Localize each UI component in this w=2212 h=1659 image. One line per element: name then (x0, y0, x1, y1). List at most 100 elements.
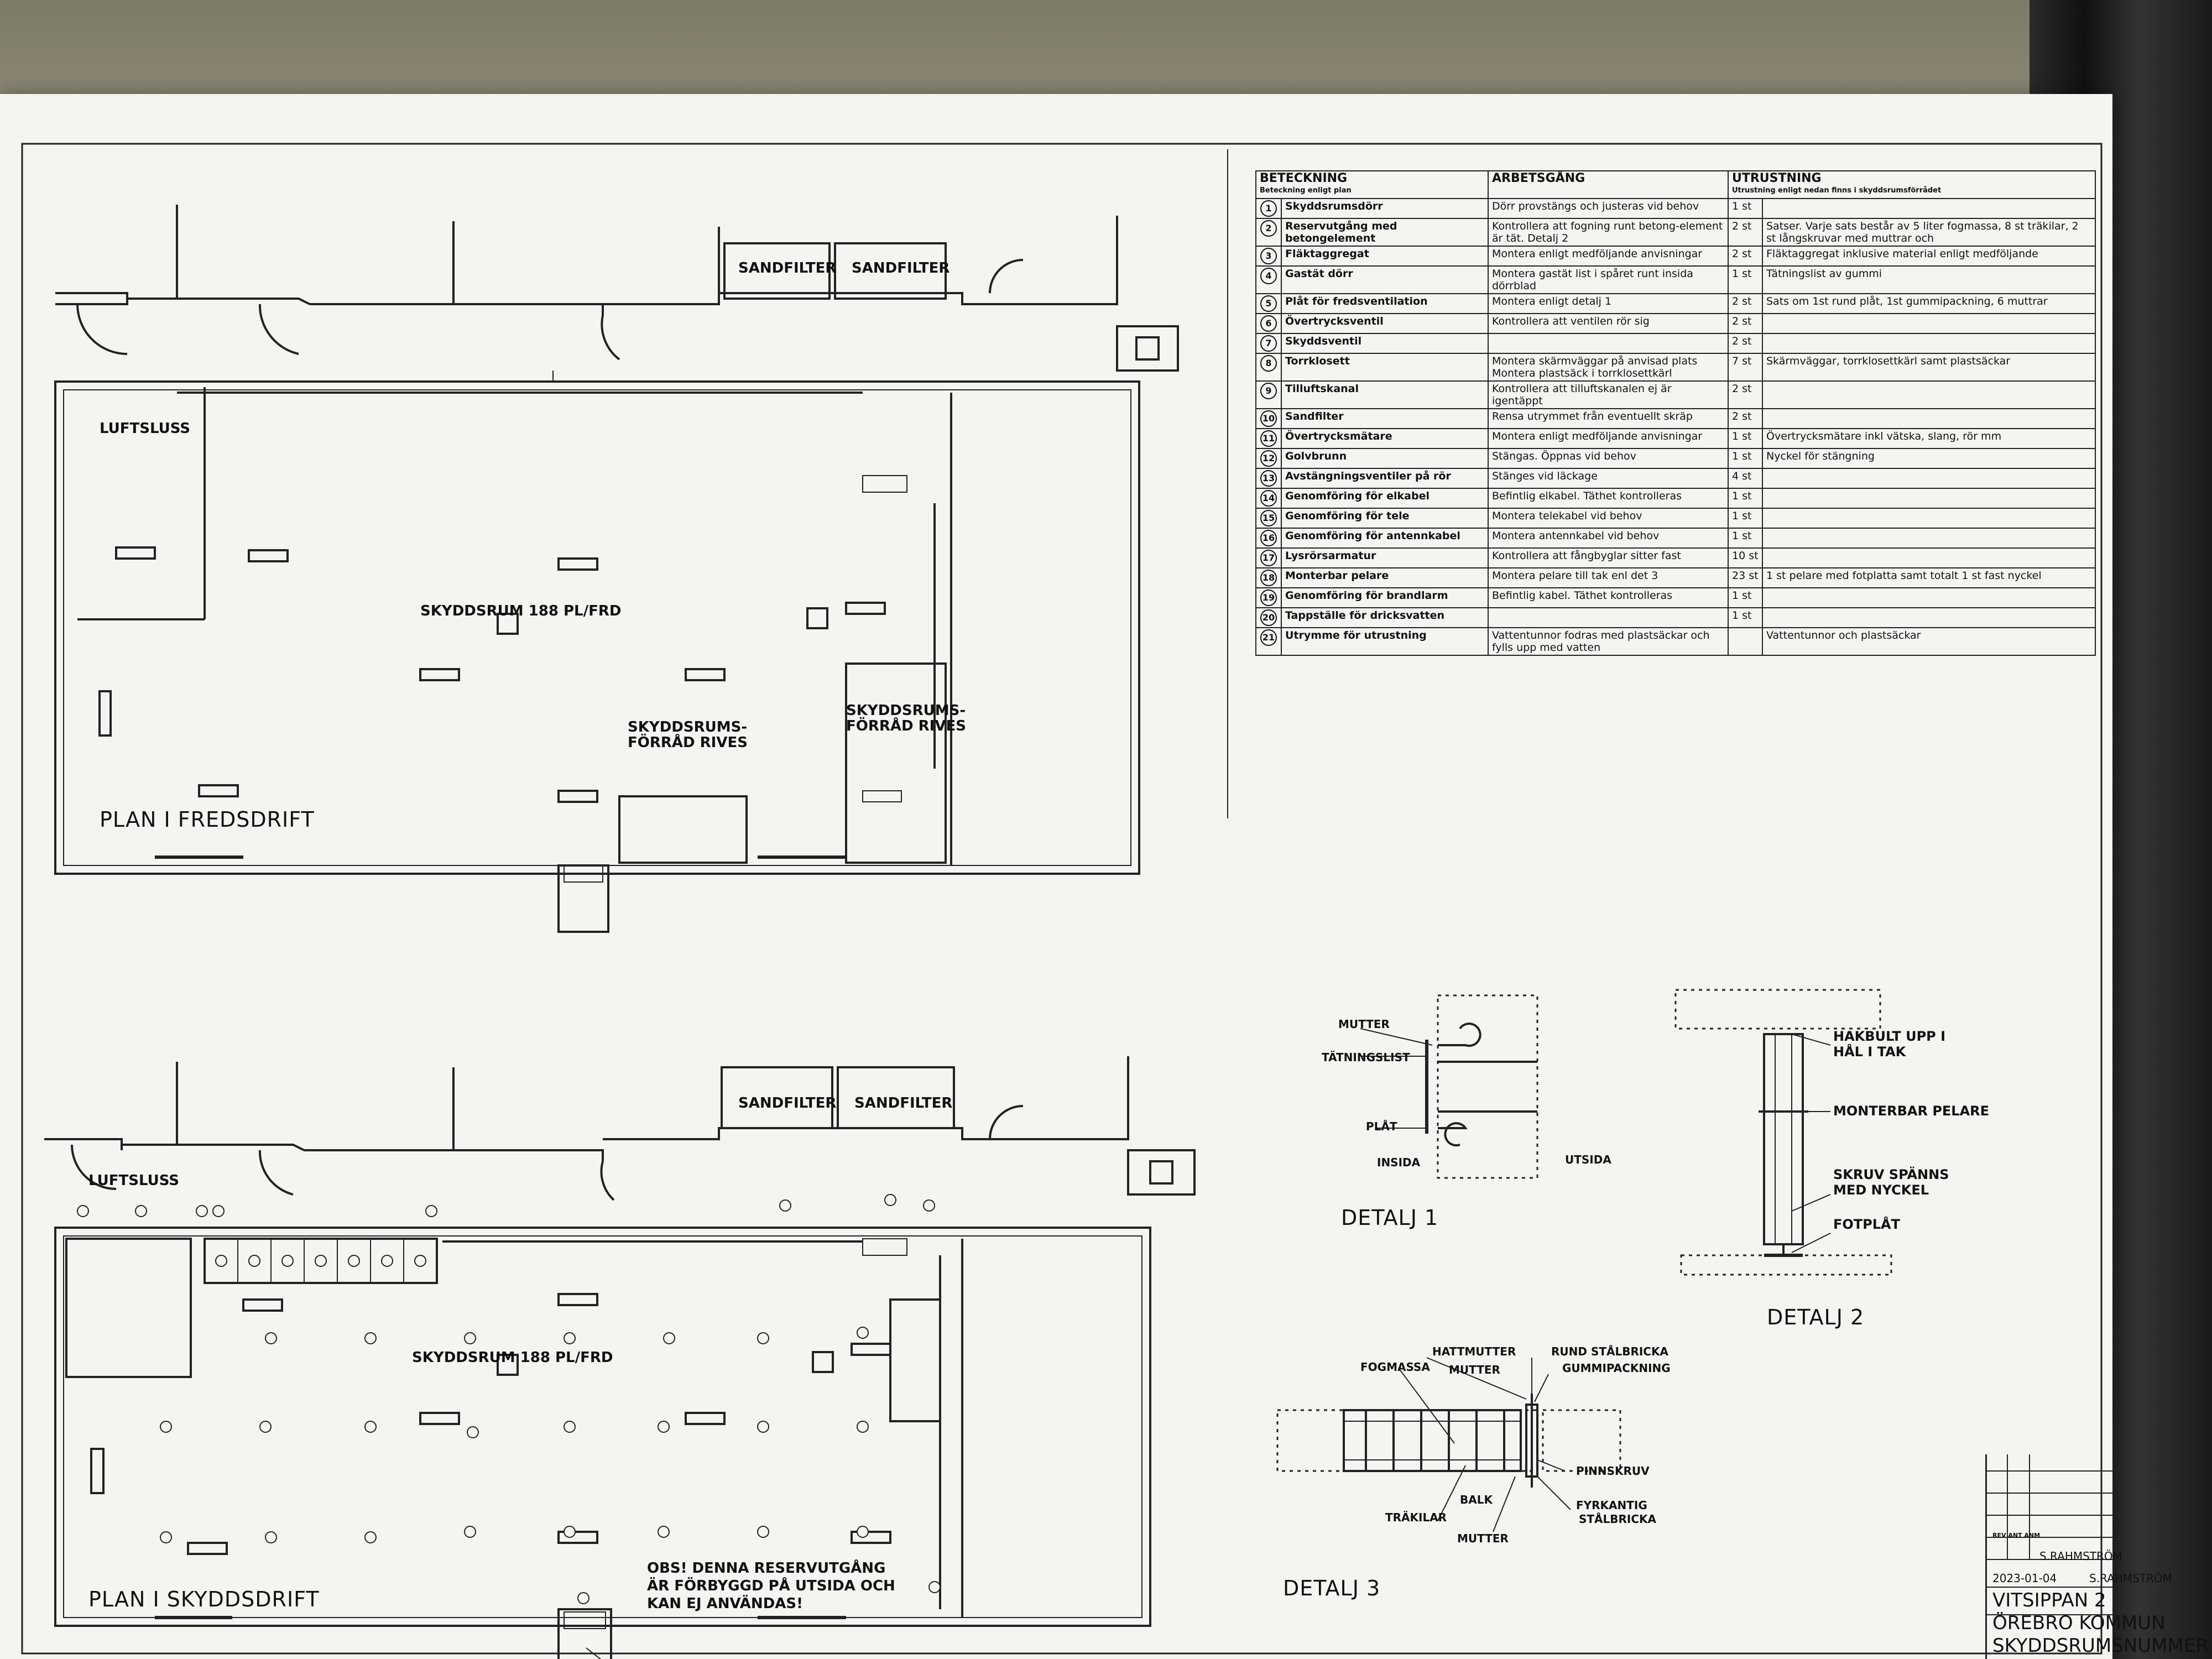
legend-name: Genomföring för brandlarm (1281, 587, 1489, 608)
legend-qty: 2 st (1728, 246, 1763, 267)
legend-work: Montera skärmväggar på anvisad plats Mon… (1488, 353, 1729, 382)
legend-header-equipment-sub: Utrustning enligt nedan finns i skyddsru… (1732, 186, 1942, 195)
bottom-plan-title: PLAN I SKYDDSDRIFT (88, 1587, 320, 1611)
detail-1-mutter-label: MUTTER (1338, 1018, 1390, 1031)
legend-work: Befintlig kabel. Täthet kontrolleras (1488, 587, 1729, 608)
legend-work: Montera gastät list i spåret runt insida… (1488, 265, 1729, 294)
legend-qty: 1 st (1728, 587, 1763, 608)
detail-2-fotplat-label: FOTPLÅT (1833, 1217, 1900, 1232)
plan-bottom-walls (44, 1056, 1196, 1659)
legend-name: Tappställe för dricksvatten (1281, 607, 1489, 628)
legend-name: Lysrörsarmatur (1281, 547, 1489, 568)
legend-number: 20 (1260, 609, 1277, 626)
legend-work: Dörr provstängs och justeras vid behov (1488, 198, 1729, 219)
legend-number: 12 (1260, 450, 1277, 467)
legend-work: Befintlig elkabel. Täthet kontrolleras (1488, 488, 1729, 509)
legend-qty: 2 st (1728, 380, 1763, 409)
detail-3-trakilar-label: TRÄKILAR (1385, 1511, 1447, 1524)
legend-number: 9 (1260, 383, 1277, 399)
top-storage-2-line1: SKYDDSRUMS- (846, 702, 966, 719)
legend-name: Fläktaggregat (1281, 246, 1489, 267)
legend-number: 15 (1260, 510, 1277, 526)
legend-equipment (1762, 313, 2096, 334)
bottom-shelter-room-label: SKYDDSRUM 188 PL/FRD (412, 1349, 613, 1366)
legend-name: Reservutgång med betongelement (1281, 218, 1489, 247)
legend-name: Genomföring för tele (1281, 508, 1489, 529)
legend-number: 2 (1260, 220, 1277, 237)
legend-qty: 2 st (1728, 408, 1763, 429)
legend-qty: 1 st (1728, 607, 1763, 628)
legend-qty: 2 st (1728, 313, 1763, 334)
legend-equipment (1762, 468, 2096, 489)
detail-3-hattmutter-label: HATTMUTTER (1432, 1345, 1516, 1358)
legend-qty: 4 st (1728, 468, 1763, 489)
legend-equipment (1762, 528, 2096, 549)
legend-table: BETECKNING Beteckning enligt plan ARBETS… (1255, 170, 2096, 656)
titleblock-municipality: ÖREBRO KOMMUN (1992, 1612, 2166, 1634)
legend-equipment (1762, 508, 2096, 529)
floor-plan-drawing (21, 143, 2112, 1659)
legend-header-procedure: ARBETSGÅNG (1488, 170, 1729, 199)
legend-name: Genomföring för elkabel (1281, 488, 1489, 509)
legend-name: Sandfilter (1281, 408, 1489, 429)
legend-name: Plåt för fredsventilation (1281, 293, 1489, 314)
legend-work: Montera pelare till tak enl det 3 (1488, 567, 1729, 588)
legend-qty: 1 st (1728, 528, 1763, 549)
legend-equipment (1762, 198, 2096, 219)
title-block: REV ANT ANM S.RAHMSTRÖM 2023-01-04 S.RAH… (1985, 1454, 2209, 1659)
titleblock-drawn: S.RAHMSTRÖM (2039, 1550, 2122, 1563)
plan-top-walls (54, 205, 1179, 933)
legend-work: Montera enligt detalj 1 (1488, 293, 1729, 314)
bottom-sandfilter-1-label: SANDFILTER (738, 1095, 837, 1112)
legend-qty: 7 st (1728, 353, 1763, 382)
legend-equipment (1762, 488, 2096, 509)
legend-work: Stängas. Öppnas vid behov (1488, 448, 1729, 469)
detail-3-mutter2-label: MUTTER (1457, 1532, 1509, 1545)
legend-qty: 1 st (1728, 198, 1763, 219)
legend-header-designation-text: BETECKNING (1260, 171, 1348, 185)
legend-name: Övertrycksmätare (1281, 428, 1489, 449)
legend-name: Avstängningsventiler på rör (1281, 468, 1489, 489)
legend-number: 11 (1260, 430, 1277, 447)
legend-number: 4 (1260, 268, 1277, 284)
legend-number: 14 (1260, 490, 1277, 507)
legend-work: Kontrollera att ventilen rör sig (1488, 313, 1729, 334)
legend-equipment: Nyckel för stängning (1762, 448, 2096, 469)
legend-qty: 2 st (1728, 333, 1763, 354)
detail-3-rund-label: RUND STÅLBRICKA (1551, 1345, 1668, 1358)
legend-header-designation-sub: Beteckning enligt plan (1260, 186, 1352, 195)
legend-name: Genomföring för antennkabel (1281, 528, 1489, 549)
legend-header-row: BETECKNING Beteckning enligt plan ARBETS… (1255, 170, 2096, 199)
detail-2-drawing (1674, 989, 1892, 1276)
legend-header-equipment-text: UTRUSTNING (1732, 171, 1822, 185)
legend-number: 1 (1260, 200, 1277, 217)
detail-2-title: DETALJ 2 (1767, 1305, 1865, 1329)
legend-qty: 1 st (1728, 508, 1763, 529)
legend-equipment: 1 st pelare med fotplatta samt totalt 1 … (1762, 567, 2096, 588)
detail-1-utsida-label: UTSIDA (1565, 1153, 1611, 1166)
legend-name: Torrklosett (1281, 353, 1489, 382)
titleblock-date: 2023-01-04 (1992, 1572, 2057, 1585)
legend-work: Vattentunnor fodras med plastsäckar och … (1488, 627, 1729, 656)
top-sandfilter-2-label: SANDFILTER (852, 260, 950, 276)
legend-number: 21 (1260, 629, 1277, 646)
legend-name: Skyddsrumsdörr (1281, 198, 1489, 219)
legend-name: Övertrycksventil (1281, 313, 1489, 334)
legend-equipment: Tätningslist av gummi (1762, 265, 2096, 294)
legend-equipment (1762, 607, 2096, 628)
legend-number: 19 (1260, 589, 1277, 606)
detail-2-hakbult-label-2: HÅL I TAK (1833, 1044, 1906, 1060)
legend-equipment (1762, 380, 2096, 409)
